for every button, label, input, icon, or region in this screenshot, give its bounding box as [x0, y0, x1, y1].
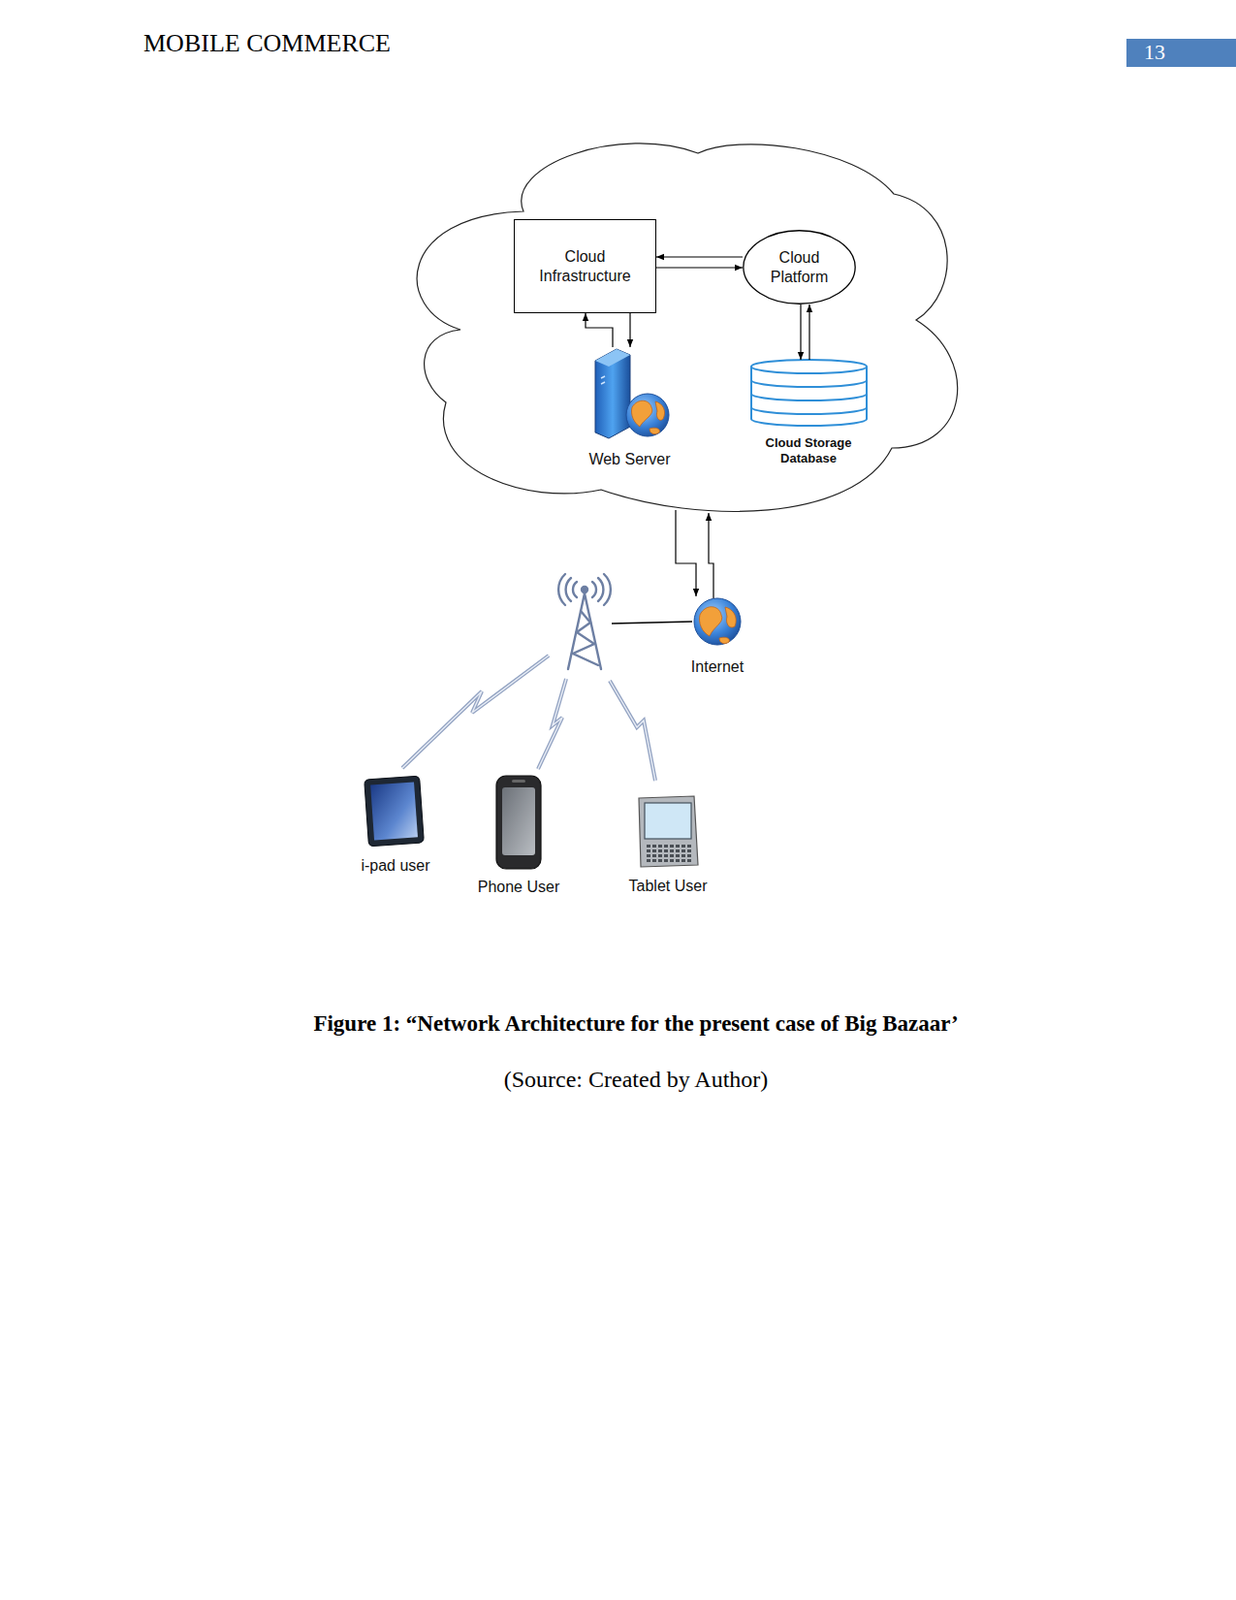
network-link: [611, 621, 693, 624]
database-cylinder: [751, 359, 867, 426]
node-label: Cloud Infrastructure: [524, 247, 646, 285]
phone-icon: [496, 775, 541, 869]
icon-node: Cloud Storage Database: [745, 359, 872, 466]
node-label: i-pad user: [345, 855, 446, 875]
web-server-icon: [595, 348, 669, 439]
node-label: Web Server: [573, 449, 686, 469]
page-number-bar: [1126, 38, 1236, 67]
icon-node: i-pad user: [345, 773, 446, 875]
uplink-arrow: [708, 512, 714, 599]
icon-node: Web Server: [573, 347, 686, 469]
icon-node: Internet: [678, 597, 757, 676]
node-label: Phone User: [465, 877, 572, 896]
icon-node: Phone User: [465, 774, 572, 896]
node-label: Internet: [678, 657, 757, 676]
uplink-arrow: [675, 509, 697, 597]
connector-arrow: [799, 304, 801, 360]
ipad-icon: [364, 775, 425, 847]
tablet-icon: [638, 795, 698, 867]
icon-node: Tablet User: [614, 792, 722, 895]
connector-arrow: [808, 304, 810, 360]
platform-ellipse: Cloud Platform: [742, 229, 856, 305]
page-number: 13: [1143, 39, 1166, 65]
node-label: Cloud Platform: [756, 248, 843, 286]
node-label: Cloud Storage Database: [760, 435, 857, 466]
wireless-signal: [402, 655, 656, 781]
source-note: (Source: Created by Author): [151, 1066, 1121, 1093]
node-label: Tablet User: [614, 876, 722, 895]
cloud-outline: [416, 143, 957, 512]
connector-arrow: [656, 255, 743, 257]
connector-arrow: [585, 313, 613, 348]
running-header: MOBILE COMMERCE: [143, 29, 391, 59]
ellipse-outline: [742, 229, 856, 305]
connector-arrow: [629, 313, 631, 348]
antenna-tower: [558, 573, 611, 669]
connector-arrow: [656, 266, 743, 268]
process-box: Cloud Infrastructure: [513, 219, 657, 314]
internet-globe: [694, 598, 741, 645]
figure-caption: Figure 1: “Network Architecture for the …: [151, 1011, 1121, 1037]
